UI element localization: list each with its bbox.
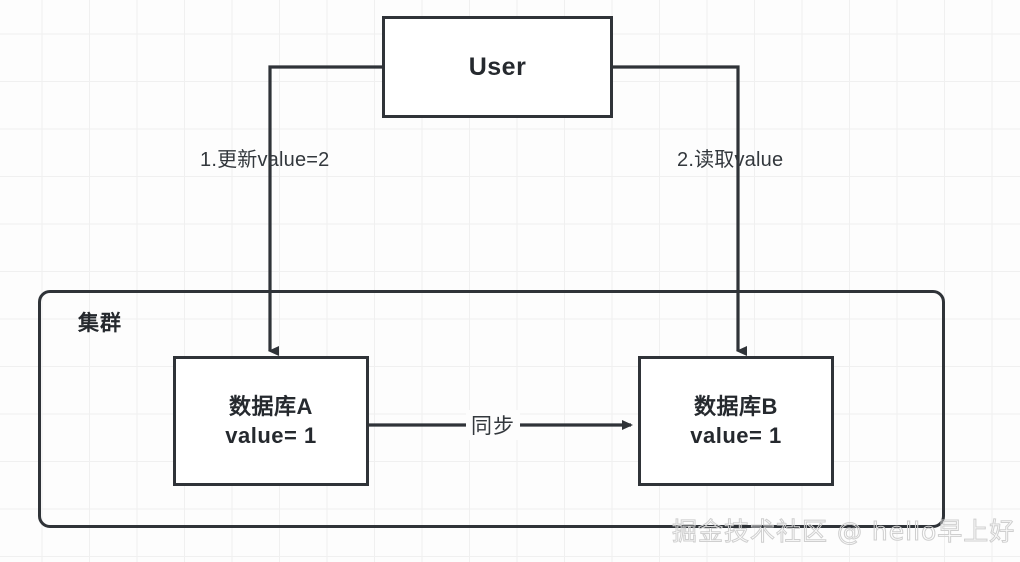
edge-user-to-db-b [613,65,747,356]
watermark-text: 掘金技术社区 @ hello早上好 [671,517,1016,547]
node-database-a[interactable]: 数据库A value= 1 [173,356,369,486]
edge-user-to-db-a [268,65,382,356]
node-database-b-title: 数据库B [694,393,778,419]
node-user[interactable]: User [382,16,613,118]
edge-label-read: 2.读取value [677,149,784,171]
edge-label-update: 1.更新value=2 [200,149,330,171]
node-database-a-value: value= 1 [225,423,317,448]
node-user-label: User [468,52,527,81]
node-database-b[interactable]: 数据库B value= 1 [638,356,834,486]
node-database-a-title: 数据库A [229,393,313,419]
cluster-container[interactable] [38,290,945,528]
edge-label-sync: 同步 [466,410,520,440]
node-database-b-value: value= 1 [690,423,782,448]
cluster-label: 集群 [78,312,122,335]
